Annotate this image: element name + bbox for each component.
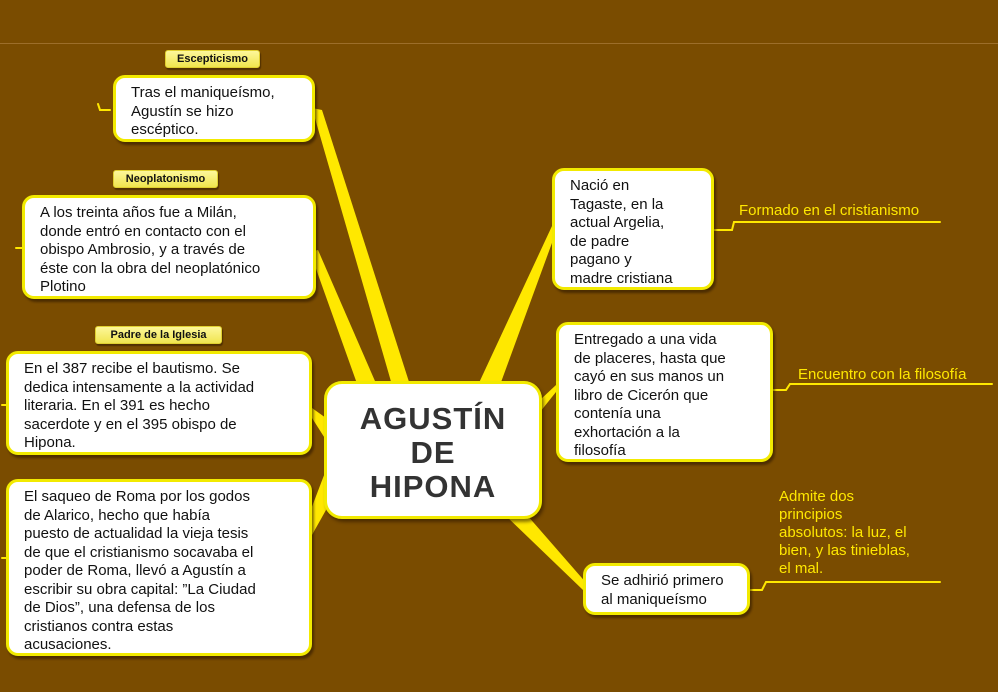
node-padre-iglesia[interactable]: En el 387 recibe el bautismo. Se dedica … [6, 351, 312, 455]
tag-padre-iglesia: Padre de la Iglesia [95, 326, 222, 344]
node-saqueo-roma[interactable]: El saqueo de Roma por los godos de Alari… [6, 479, 312, 656]
tag-neoplatonismo: Neoplatonismo [113, 170, 218, 188]
connector-encuentro [771, 383, 993, 391]
label-admite: Admite dos principios absolutos: la luz,… [779, 488, 910, 577]
node-entregado[interactable]: Entregado a una vida de placeres, hasta … [556, 322, 773, 462]
label-formado: Formado en el cristianismo [739, 202, 920, 219]
central-topic[interactable]: AGUSTÍN DE HIPONA [324, 381, 542, 519]
connector-maniqueismo [505, 507, 588, 590]
label-encuentro: Encuentro con la filosofía [798, 366, 967, 383]
connector-neoplatonismo [310, 250, 378, 392]
connector-escepticismo [312, 108, 410, 385]
node-maniqueismo[interactable]: Se adhirió primero al maniqueísmo [583, 563, 750, 615]
connector-admite [747, 581, 941, 591]
stub-left-1 [97, 103, 111, 111]
connector-formado [711, 221, 941, 231]
node-escepticismo[interactable]: Tras el maniqueísmo, Agustín se hizo esc… [113, 75, 315, 142]
tag-escepticismo: Escepticismo [165, 50, 260, 68]
connector-entregado [540, 385, 556, 412]
node-nacio[interactable]: Nació en Tagaste, en la actual Argelia, … [552, 168, 714, 290]
node-neoplatonismo[interactable]: A los treinta años fue a Milán, donde en… [22, 195, 316, 299]
top-divider [0, 43, 998, 44]
connector-nacio [478, 226, 556, 385]
connector-padre-iglesia [312, 408, 326, 440]
